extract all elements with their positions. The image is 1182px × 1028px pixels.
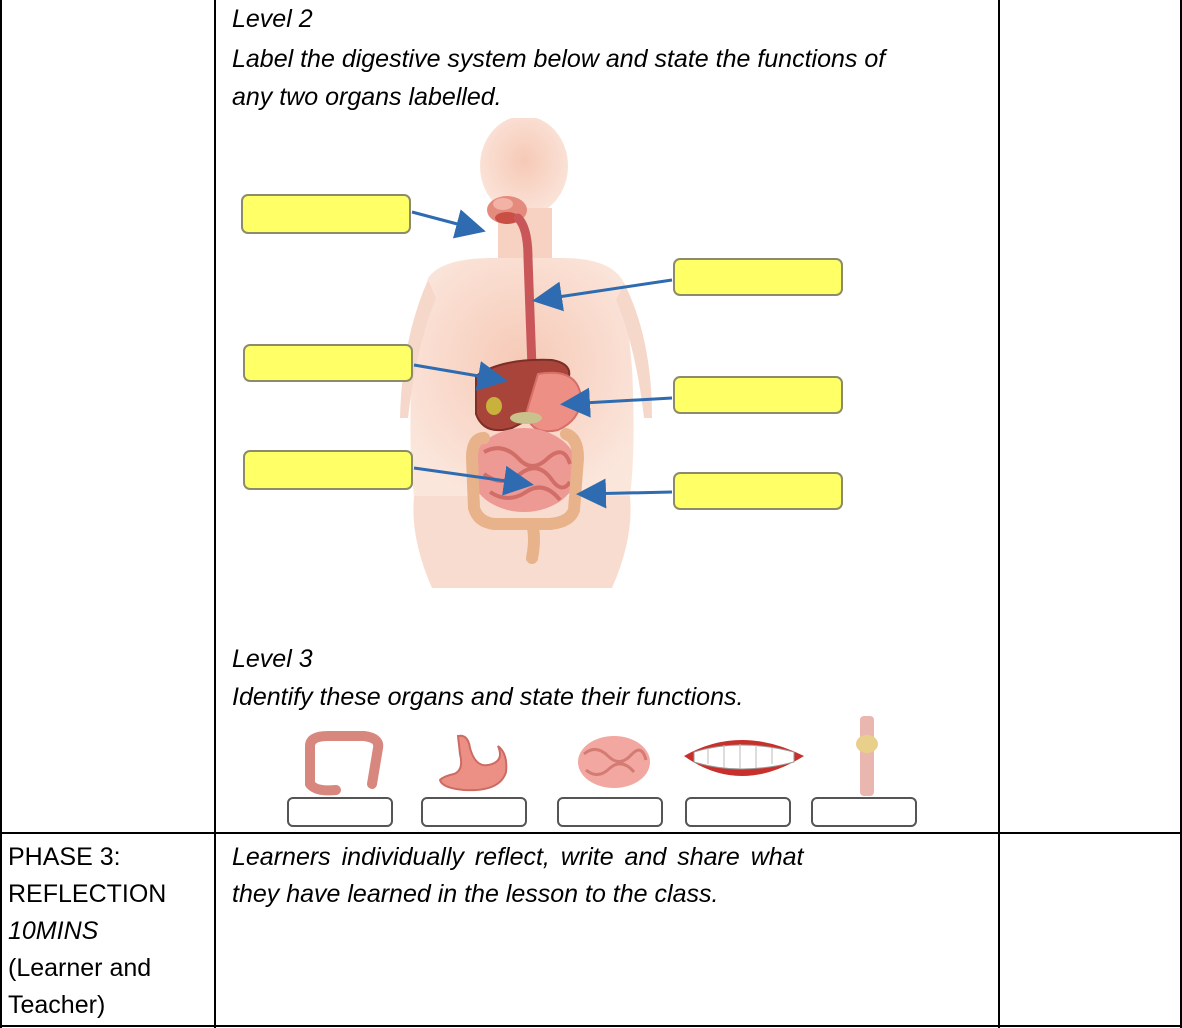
organ-icons-svg bbox=[232, 714, 986, 832]
column-divider-2 bbox=[998, 0, 1000, 1028]
small-intestine-icon bbox=[578, 736, 650, 788]
level3-title: Level 3 bbox=[232, 644, 313, 675]
answer-box-1[interactable] bbox=[288, 798, 392, 826]
answer-box-4[interactable] bbox=[686, 798, 790, 826]
body-silhouette bbox=[400, 118, 652, 588]
table-bottom-border bbox=[0, 1025, 1182, 1027]
label-box-large-intestine[interactable] bbox=[674, 473, 842, 509]
esophagus-icon bbox=[856, 716, 878, 796]
level2-instruction-line2: any two organs labelled. bbox=[232, 82, 502, 113]
row-divider bbox=[0, 832, 1182, 834]
level2-instruction-line1: Label the digestive system below and sta… bbox=[232, 44, 885, 75]
answer-box-3[interactable] bbox=[558, 798, 662, 826]
digestive-system-diagram bbox=[232, 118, 868, 600]
large-intestine-icon bbox=[310, 736, 378, 790]
phase-label-line1: PHASE 3: bbox=[8, 842, 121, 873]
column-divider-1 bbox=[214, 0, 216, 1028]
phase-participants-line1: (Learner and bbox=[8, 953, 151, 984]
level3-instruction: Identify these organs and state their fu… bbox=[232, 682, 743, 713]
label-box-small-intestine[interactable] bbox=[244, 451, 412, 489]
arrow-mouth bbox=[412, 212, 480, 230]
phase-label-line2: REFLECTION bbox=[8, 879, 166, 910]
arrow-large-intestine bbox=[582, 492, 672, 494]
answer-box-5[interactable] bbox=[812, 798, 916, 826]
organ-identification-strip bbox=[232, 714, 986, 832]
stomach-icon bbox=[440, 736, 506, 790]
table-left-border bbox=[0, 0, 2, 1028]
phase-duration: 10MINS bbox=[8, 916, 98, 947]
gallbladder-organ bbox=[486, 397, 502, 415]
level2-title: Level 2 bbox=[232, 4, 313, 35]
label-box-esophagus[interactable] bbox=[674, 259, 842, 295]
digestive-system-illustration bbox=[232, 118, 868, 600]
teeth-mouth-icon bbox=[684, 740, 804, 776]
reflection-activity-line1: Learners individually reflect, write and… bbox=[232, 842, 804, 873]
reflection-activity-line2: they have learned in the lesson to the c… bbox=[232, 879, 718, 910]
label-box-liver[interactable] bbox=[244, 345, 412, 381]
answer-box-2[interactable] bbox=[422, 798, 526, 826]
label-box-stomach[interactable] bbox=[674, 377, 842, 413]
label-box-mouth[interactable] bbox=[242, 195, 410, 233]
phase-participants-line2: Teacher) bbox=[8, 990, 105, 1021]
